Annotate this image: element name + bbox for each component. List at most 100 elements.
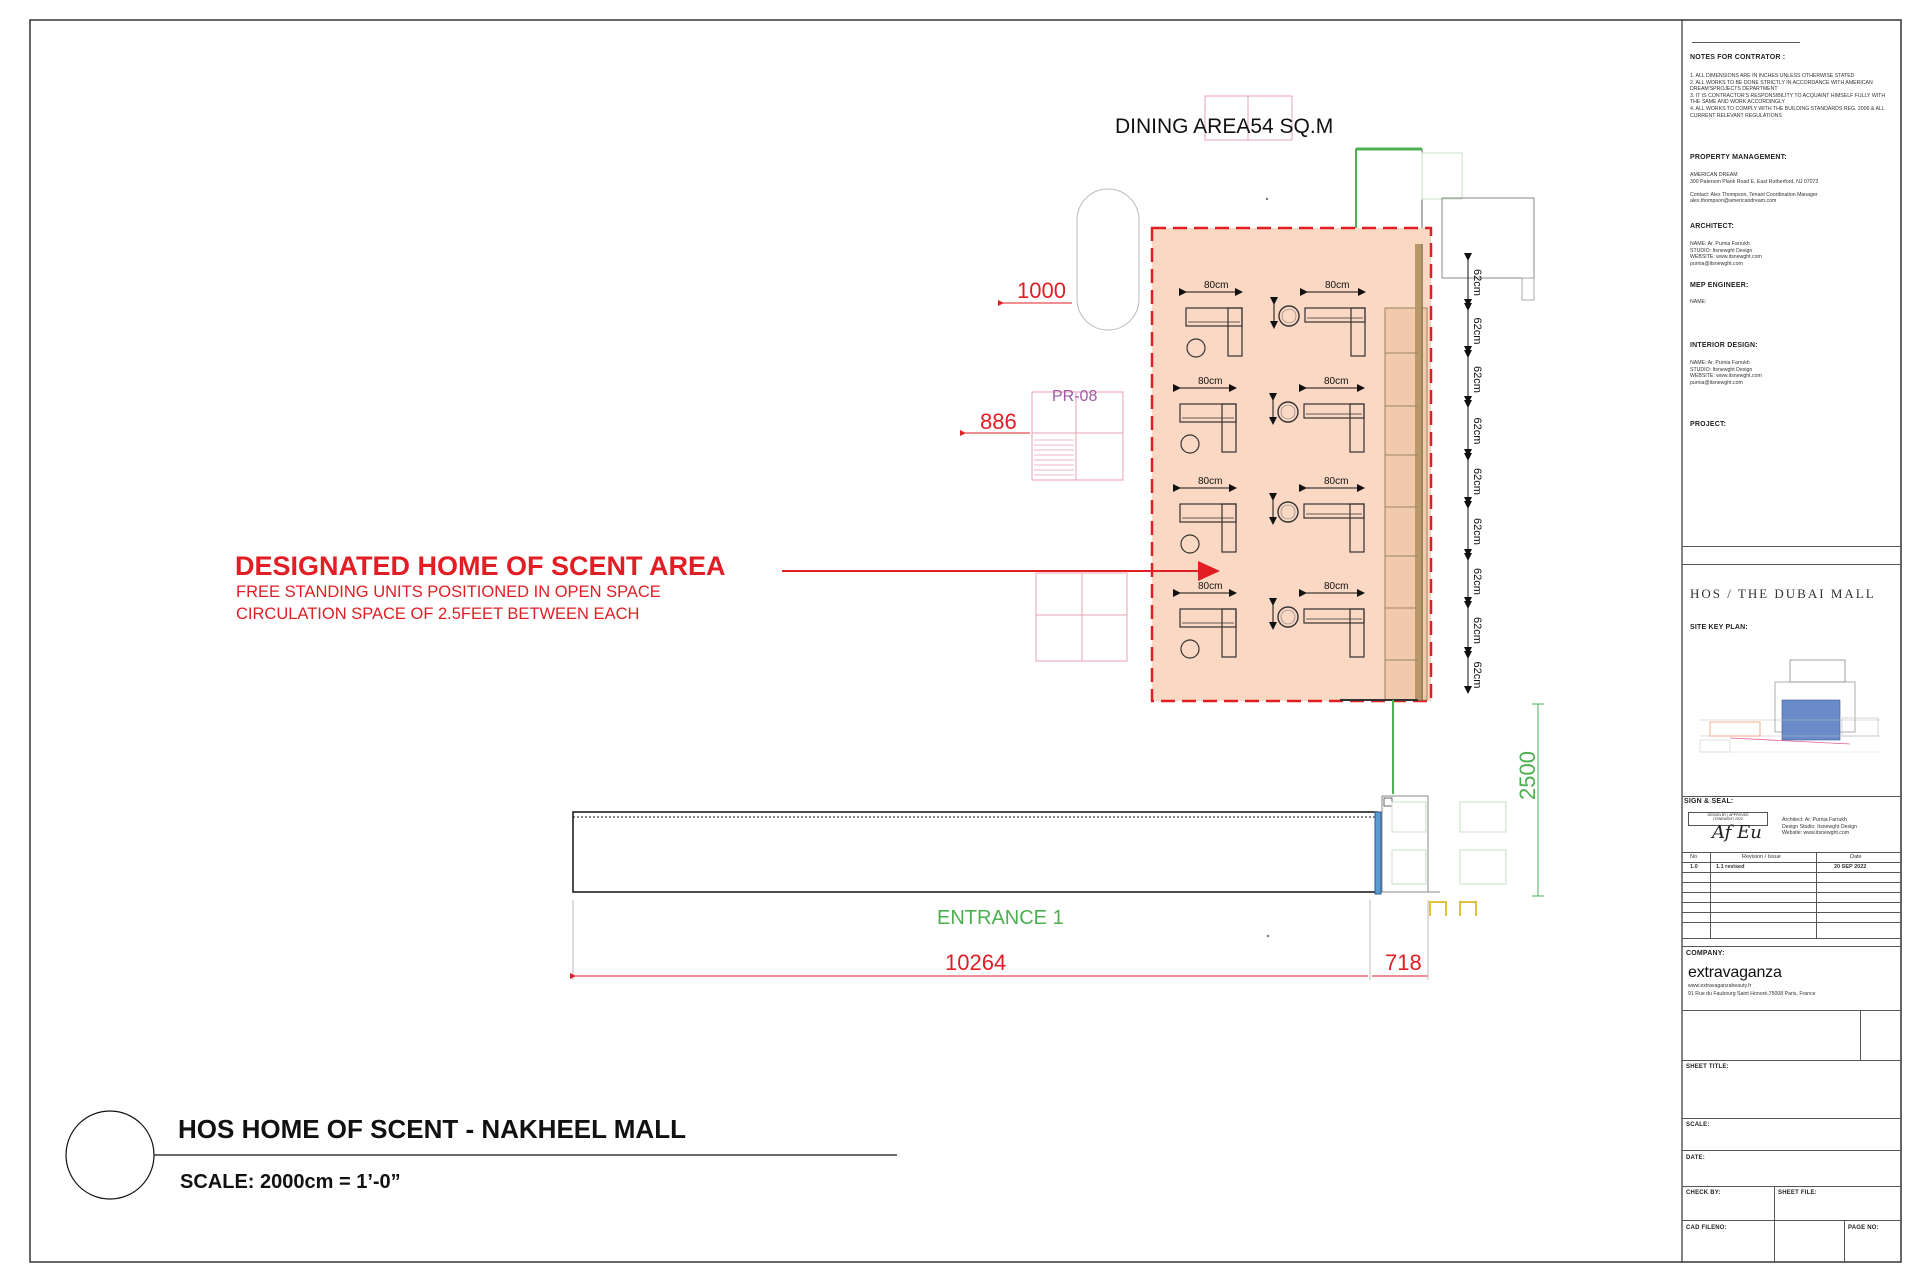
reference-dot xyxy=(1266,934,1270,938)
dimension-718: 718 xyxy=(1372,900,1429,980)
display-unit-right: 80cm xyxy=(1269,476,1365,553)
architect-heading: ARCHITECT: xyxy=(1690,223,1734,230)
unit-width-label: 80cm xyxy=(1204,280,1228,291)
stool xyxy=(1180,434,1200,454)
row-spacing-label: 62cm xyxy=(1471,366,1483,393)
storefront-structure xyxy=(1355,147,1535,301)
callout-line-1: FREE STANDING UNITS POSITIONED IN OPEN S… xyxy=(236,583,661,601)
display-unit-left: 80cm xyxy=(1173,581,1237,659)
row-spacing-dimension: 62cm xyxy=(1464,501,1483,557)
unit-width-label: 80cm xyxy=(1198,581,1222,592)
entrance-label: ENTRANCE 1 xyxy=(937,907,1064,929)
rev-rule-8 xyxy=(1682,922,1901,923)
sign-seal-heading: SIGN & SEAL: xyxy=(1684,798,1734,805)
row-spacing-dimension: 62cm xyxy=(1464,453,1483,505)
dining-area: DINING AREA54 SQ.M xyxy=(1115,95,1333,141)
rev-rule-7 xyxy=(1682,912,1901,913)
drawing-title-circle xyxy=(65,1110,155,1200)
mep-text: NAME: xyxy=(1690,299,1707,305)
sheet-file-label: SHEET FILE: xyxy=(1778,1190,1817,1196)
title-block: NOTES FOR CONTRATOR : 1. ALL DIMENSIONS … xyxy=(1682,20,1901,1262)
stool xyxy=(1180,534,1200,554)
date-label: DATE: xyxy=(1686,1155,1705,1161)
project-name: HOS / THE DUBAI MALL xyxy=(1690,586,1876,601)
interior-design-heading: INTERIOR DESIGN: xyxy=(1690,342,1758,349)
rev-rule-5 xyxy=(1682,892,1901,893)
display-unit-right: 80cm xyxy=(1269,376,1365,453)
pr-08-label: PR-08 xyxy=(1052,388,1097,405)
display-unit-left: 80cm xyxy=(1173,476,1237,554)
tb-rule-sheet xyxy=(1682,1060,1901,1061)
display-unit-right: 80cm xyxy=(1270,280,1366,357)
rev-rule-6 xyxy=(1682,902,1901,903)
drawing-title-block: HOS HOME OF SCENT - NAKHEEL MALL SCALE: … xyxy=(65,1110,897,1200)
reference-dot xyxy=(1265,197,1269,201)
tb-rule-sign xyxy=(1682,796,1901,797)
tb-top-rule xyxy=(1692,42,1800,43)
rev-date-header: Date xyxy=(1850,854,1862,860)
stool xyxy=(1180,639,1200,659)
dimension-2500: 2500 xyxy=(1515,703,1544,897)
architect-text: NAME: Ar. Purnia Farrukh STUDIO: Itsnewg… xyxy=(1690,241,1762,267)
unit-width-label: 80cm xyxy=(1325,280,1349,291)
unit-width-label: 80cm xyxy=(1324,581,1348,592)
home-of-scent-zone xyxy=(1150,226,1433,703)
row-spacing-label: 62cm xyxy=(1471,518,1483,545)
dimension-718-label: 718 xyxy=(1385,950,1422,975)
sheet-title-label: SHEET TITLE: xyxy=(1686,1064,1729,1070)
row-spacing-dimension: 62cm xyxy=(1464,601,1483,655)
site-key-plan-heading: SITE KEY PLAN: xyxy=(1690,624,1748,631)
dimension-2500-label: 2500 xyxy=(1515,751,1540,800)
property-management-heading: PROPERTY MANAGEMENT: xyxy=(1690,154,1787,161)
tb-rule-scale xyxy=(1682,1118,1901,1119)
rev-col-2 xyxy=(1816,852,1817,938)
seal-stamp: DESIGN BY | APPROVED ITSNEWGHT 2022 xyxy=(1688,812,1768,826)
row-spacing-label: 62cm xyxy=(1471,269,1483,296)
dimension-886: 886 xyxy=(960,409,1030,436)
rev-rule-2 xyxy=(1682,862,1901,863)
project-heading: PROJECT: xyxy=(1690,421,1727,428)
tb-rule-blank xyxy=(1682,1010,1901,1011)
unit-width-label: 80cm xyxy=(1324,476,1348,487)
callout-text: DESIGNATED HOME OF SCENT AREA FREE STAND… xyxy=(235,551,726,623)
drawing-scale: SCALE: 2000cm = 1’-0” xyxy=(180,1171,401,1193)
tb-rule-project xyxy=(1682,546,1901,547)
dining-area-label: DINING AREA54 SQ.M xyxy=(1115,115,1333,138)
dimension-886-label: 886 xyxy=(980,409,1017,434)
rev-col-1 xyxy=(1710,852,1711,938)
notes-text: 1. ALL DIMENSIONS ARE IN INCHES UNLESS O… xyxy=(1690,73,1886,119)
rev-date-value: 20 SEP 2022 xyxy=(1834,864,1867,870)
signature: Af Eu xyxy=(1712,822,1762,843)
tb-rule-check xyxy=(1682,1186,1901,1187)
tb-rule-cad xyxy=(1682,1220,1901,1221)
site-key-plan xyxy=(1699,659,1880,753)
notes-heading: NOTES FOR CONTRATOR : xyxy=(1690,54,1786,61)
sheet-border xyxy=(29,19,1902,1263)
stool xyxy=(1277,501,1299,523)
sign-text: Architect: Ar. Purnia Farrukh Design Stu… xyxy=(1782,817,1857,837)
callout-line-2: CIRCULATION SPACE OF 2.5FEET BETWEEN EAC… xyxy=(236,605,639,623)
stool xyxy=(1277,401,1299,423)
company-web: www.extravaganzabeauty.fr xyxy=(1688,983,1752,989)
rev-no-value: 1.0 xyxy=(1690,864,1698,870)
stool xyxy=(1186,338,1206,358)
row-spacing-dimension: 62cm xyxy=(1464,350,1483,404)
scale-label: SCALE: xyxy=(1686,1122,1710,1128)
unit-width-label: 80cm xyxy=(1198,476,1222,487)
row-spacing-dimension: 62cm xyxy=(1464,400,1483,457)
dimension-1000-label: 1000 xyxy=(1017,278,1066,303)
stool xyxy=(1278,305,1300,327)
company-address: 91 Rue du Faubourg Saint Honoré,75008 Pa… xyxy=(1688,991,1816,997)
tb-blank-col xyxy=(1860,1010,1861,1060)
check-by-label: CHECK BY: xyxy=(1686,1190,1721,1196)
oval-column xyxy=(1076,188,1140,331)
row-spacing-label: 62cm xyxy=(1471,418,1483,445)
display-unit-right: 80cm xyxy=(1269,581,1365,658)
tb-rule-date xyxy=(1682,1150,1901,1151)
rev-rule-1 xyxy=(1682,852,1901,853)
tb-rule-company xyxy=(1682,946,1901,947)
entrance-corridor xyxy=(572,795,1507,916)
